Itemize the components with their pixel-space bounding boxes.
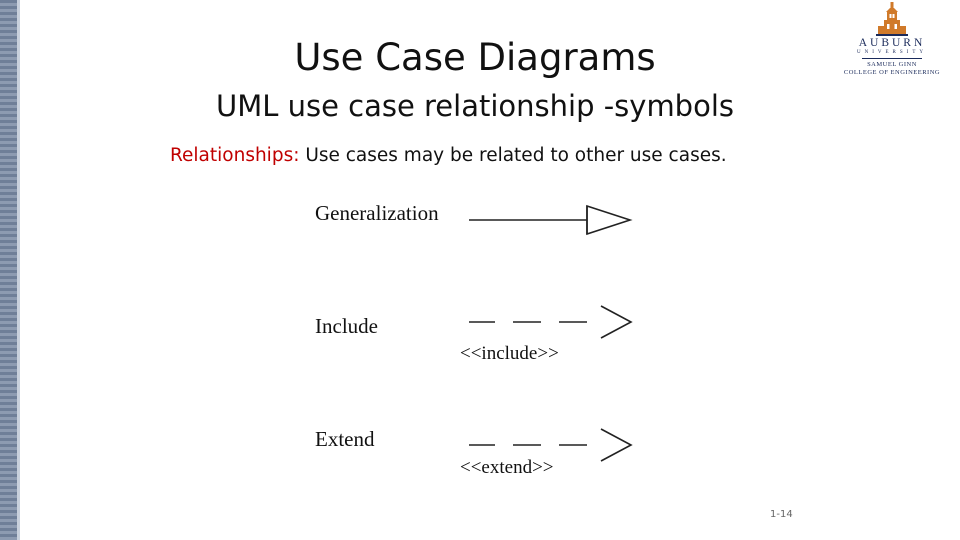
logo-college-line1: SAMUEL GINN — [867, 61, 917, 68]
logo-divider — [862, 58, 922, 59]
logo-name: AUBURN — [858, 37, 926, 49]
left-decorative-strip — [0, 0, 20, 540]
extend-stereotype: <<extend>> — [460, 457, 554, 478]
slide-title: Use Case Diagrams — [294, 36, 656, 79]
auburn-logo: AUBURN UNIVERSITY SAMUEL GINN COLLEGE OF… — [828, 2, 956, 82]
generalization-arrow — [469, 204, 633, 236]
logo-college-line2: COLLEGE OF ENGINEERING — [843, 69, 941, 76]
extend-label: Extend — [315, 427, 375, 451]
extend-arrow — [469, 428, 633, 462]
slide-subtitle: UML use case relationship -symbols — [215, 89, 735, 123]
include-arrow — [469, 305, 633, 339]
generalization-label: Generalization — [315, 201, 439, 225]
relationship-symbols-diagram: Generalization Include <<include>> Exten… — [305, 190, 645, 490]
include-stereotype: <<include>> — [460, 343, 559, 364]
lead-sentence: Relationships: Use cases may be related … — [170, 145, 727, 166]
include-label: Include — [315, 314, 378, 338]
lead-term: Relationships: — [170, 145, 300, 166]
logo-university: UNIVERSITY — [857, 50, 927, 55]
lead-text: Use cases may be related to other use ca… — [299, 145, 727, 166]
tower-icon — [876, 2, 908, 36]
page-number: 1-14 — [770, 509, 793, 520]
